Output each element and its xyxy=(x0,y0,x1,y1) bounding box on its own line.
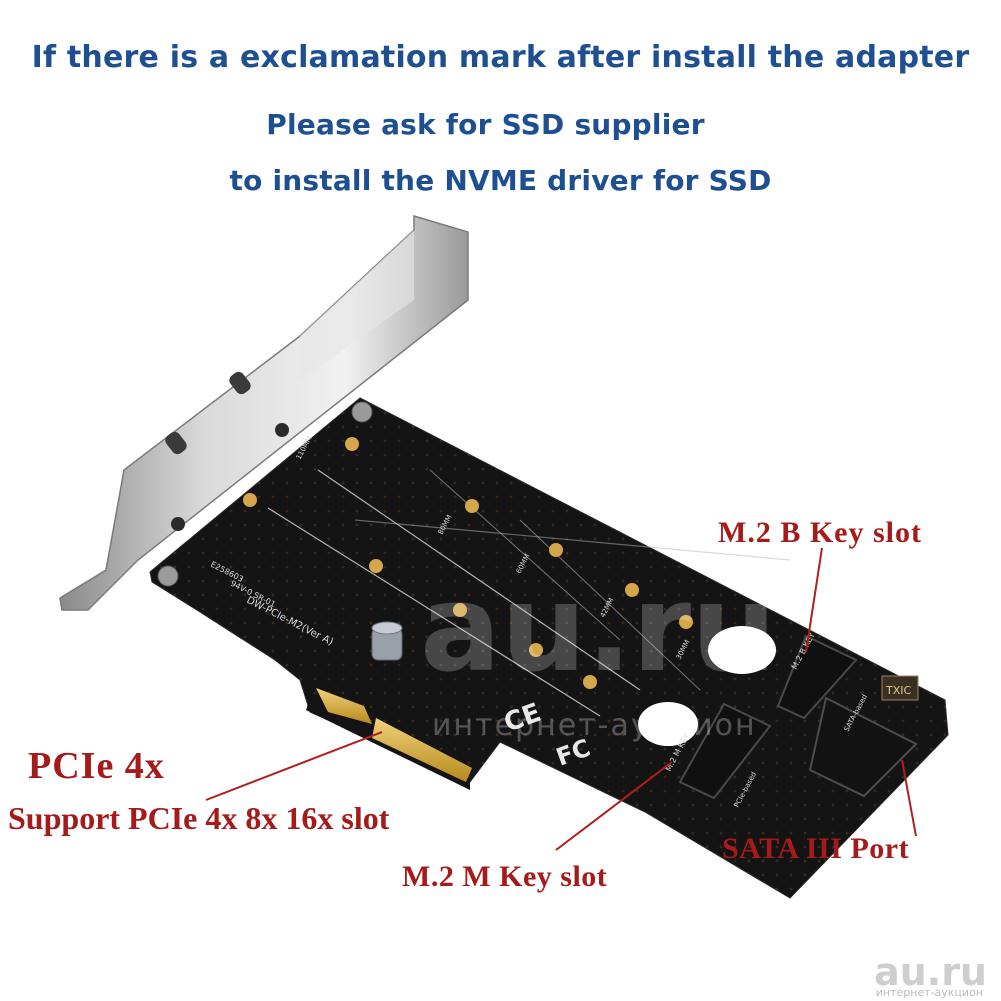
headline-line-3: to install the NVME driver for SSD xyxy=(229,164,772,197)
watermark-subtitle: интернет-аукцион xyxy=(432,708,757,743)
headline-line-2: Please ask for SSD supplier xyxy=(266,108,705,141)
callout-m-key: M.2 M Key slot xyxy=(402,860,608,893)
metal-bracket xyxy=(59,214,469,611)
watermark-brand: au.ru xyxy=(420,560,777,699)
callout-pcie: PCIe 4x xyxy=(28,745,165,787)
corner-watermark-subtitle: интернет-аукцион xyxy=(875,986,983,999)
callout-b-key: M.2 B Key slot xyxy=(718,516,922,549)
pcb-board xyxy=(149,397,949,899)
callout-sata: SATA III Port xyxy=(722,832,910,865)
callout-lines xyxy=(205,547,917,851)
headline-line-1: If there is a exclamation mark after ins… xyxy=(31,40,970,75)
silk-chip: TXIC xyxy=(885,684,911,697)
callout-support: Support PCIe 4x 8x 16x slot xyxy=(8,800,390,836)
gold-fingers xyxy=(316,688,472,782)
corner-watermark-brand: au.ru xyxy=(874,950,987,994)
